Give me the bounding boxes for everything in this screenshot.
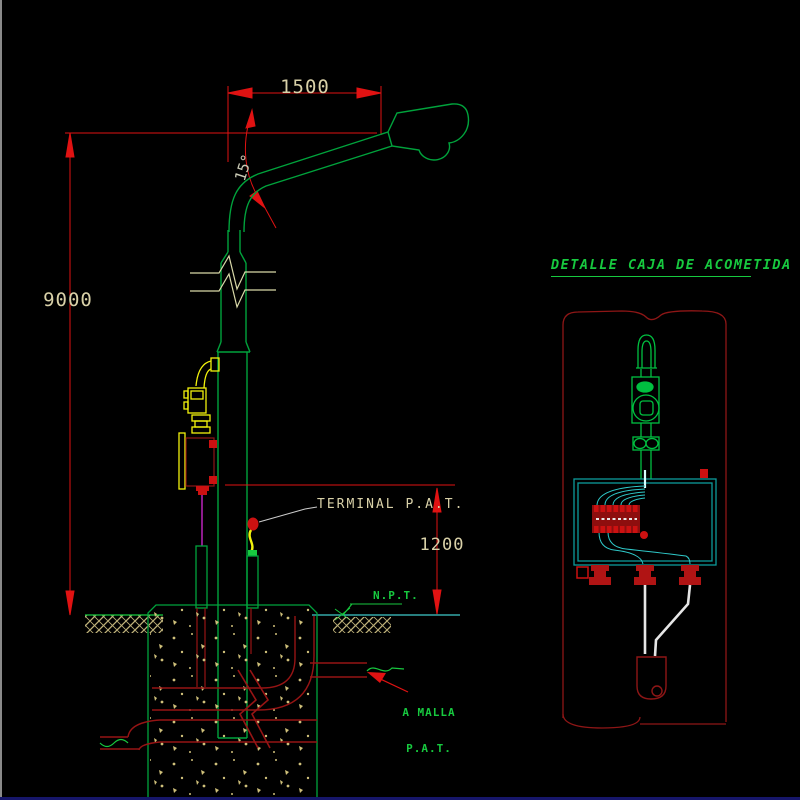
- ground-level: [85, 603, 460, 633]
- dimension-1200: [225, 484, 455, 615]
- luminaire-head: [387, 103, 470, 161]
- detail-cable-glands: [576, 565, 701, 585]
- pole-break-symbol: [190, 254, 276, 309]
- soil-hatch-right: [333, 617, 391, 633]
- detail-conduit-riser: [631, 334, 660, 479]
- soil-hatch-left: [85, 615, 163, 633]
- terminal-pat-dot: [247, 517, 259, 531]
- detail-pole-outline: [562, 310, 727, 729]
- underground-conduits: [100, 616, 367, 751]
- leader-line-terminal: [258, 506, 318, 523]
- detail-terminal-dot: [640, 531, 648, 539]
- mesh-arrow: [367, 672, 409, 693]
- detail-title: DETALLE CAJA DE ACOMETIDA: [551, 258, 790, 277]
- junction-box: [185, 437, 217, 495]
- detail-box-marker: [700, 469, 708, 478]
- dim-label-1200: 1200: [419, 535, 465, 555]
- dim-label-1500: 1500: [280, 76, 330, 98]
- luminaire-arm: [228, 103, 470, 233]
- conduit-break-symbol: [237, 669, 259, 749]
- ground-rod-right: [246, 555, 259, 609]
- detail-feeder-wires: [643, 584, 692, 657]
- dim-label-9000: 9000: [43, 289, 93, 311]
- label-a-malla-line1: A MALLA: [402, 706, 456, 720]
- detail-fuse-window: [636, 381, 654, 393]
- dimension-9000: [65, 132, 377, 616]
- label-npt: N.P.T.: [373, 589, 419, 602]
- label-a-malla-pat: A MALLA P.A.T.: [400, 683, 458, 780]
- label-terminal-pat: TERMINAL P.A.T.: [317, 497, 465, 512]
- dimension-1500: [227, 86, 382, 162]
- window-bottom-edge: [0, 797, 800, 800]
- detail-terminal-block: [592, 505, 648, 539]
- detail-box-wires: [596, 485, 691, 565]
- foundation: [147, 604, 318, 800]
- detail-conduit-sleeve: [636, 656, 667, 700]
- label-a-malla-line2: P.A.T.: [406, 742, 452, 756]
- ground-rod-left: [195, 545, 208, 609]
- conduit-break-squiggles: [99, 667, 405, 748]
- service-conduit-fittings: [178, 357, 220, 490]
- window-left-edge: [0, 0, 2, 800]
